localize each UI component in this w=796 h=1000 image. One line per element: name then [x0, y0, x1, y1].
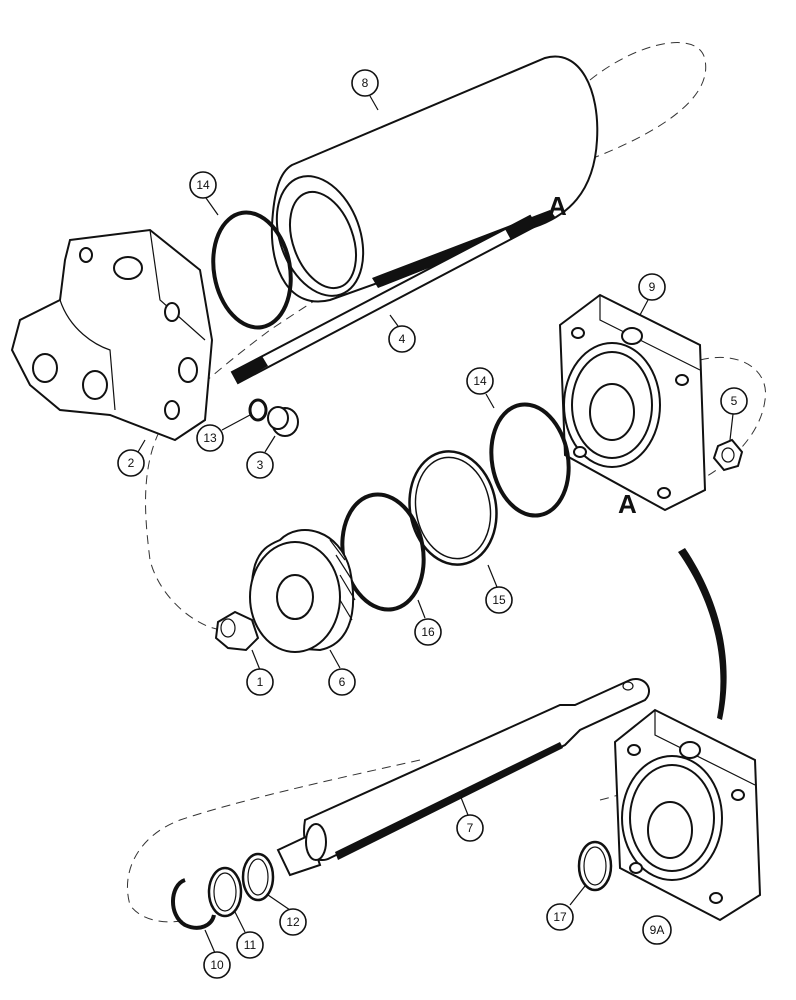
svg-text:9: 9 — [649, 280, 656, 294]
svg-text:6: 6 — [339, 675, 346, 689]
snap-ring — [171, 878, 216, 930]
rod-ring-11 — [207, 866, 243, 918]
o-ring-middle — [489, 402, 571, 518]
svg-text:14: 14 — [473, 374, 487, 388]
small-o-ring — [248, 398, 268, 422]
leader-14a — [205, 197, 219, 216]
callout-15: 15 — [485, 586, 513, 614]
leader-4 — [389, 314, 399, 327]
leader-17 — [569, 885, 586, 906]
leader-13 — [221, 414, 251, 431]
leader-16 — [417, 599, 426, 619]
svg-text:17: 17 — [553, 910, 567, 924]
callout-9a: 9A — [642, 915, 672, 945]
callout-17: 17 — [546, 903, 574, 931]
nut-left — [214, 610, 260, 652]
svg-text:8: 8 — [362, 76, 369, 90]
leader-8 — [369, 95, 379, 111]
svg-text:16: 16 — [421, 625, 435, 639]
callout-4: 4 — [388, 325, 416, 353]
leader-12 — [267, 894, 291, 911]
assembly-arrow — [678, 548, 727, 720]
leader-10 — [204, 929, 216, 954]
svg-text:13: 13 — [203, 431, 217, 445]
svg-text:7: 7 — [467, 821, 474, 835]
callout-11: 11 — [236, 931, 264, 959]
leader-6 — [329, 649, 341, 669]
svg-text:4: 4 — [399, 332, 406, 346]
callout-3: 3 — [246, 451, 274, 479]
plug — [267, 406, 299, 437]
barrel-tube — [270, 55, 599, 303]
callout-14-top: 14 — [189, 171, 217, 199]
callout-2: 2 — [117, 449, 145, 477]
svg-text:5: 5 — [731, 394, 738, 408]
reference-mark-a-top: A — [548, 191, 567, 221]
leader-9 — [639, 299, 649, 316]
rod-end-cap-alt — [613, 708, 762, 922]
o-ring-top — [211, 210, 293, 330]
svg-text:15: 15 — [492, 593, 506, 607]
reference-mark-a-bottom: A — [618, 489, 637, 519]
callout-1: 1 — [246, 668, 274, 696]
tie-rod — [230, 214, 538, 385]
rod-ring-12 — [241, 852, 275, 902]
callout-13: 13 — [196, 424, 224, 452]
callout-14-middle: 14 — [466, 367, 494, 395]
base-end-cap — [10, 228, 214, 442]
svg-text:1: 1 — [257, 675, 264, 689]
callout-7: 7 — [456, 814, 484, 842]
rod-end-cap — [558, 293, 707, 512]
leader-11 — [234, 911, 246, 933]
leader-3 — [264, 435, 276, 453]
svg-text:10: 10 — [210, 958, 224, 972]
leader-14b — [485, 393, 495, 409]
callout-10: 10 — [203, 951, 231, 979]
piston-rod — [276, 678, 650, 877]
svg-text:11: 11 — [244, 938, 257, 952]
svg-text:14: 14 — [196, 178, 210, 192]
callout-16: 16 — [414, 618, 442, 646]
leader-2 — [137, 439, 146, 453]
callout-12: 12 — [279, 908, 307, 936]
leader-5 — [729, 413, 734, 441]
leader-15 — [487, 564, 498, 588]
leader-1 — [251, 649, 261, 671]
callout-8: 8 — [351, 69, 379, 97]
callout-6: 6 — [328, 668, 356, 696]
svg-text:3: 3 — [257, 458, 264, 472]
callout-9: 9 — [638, 273, 666, 301]
svg-text:9A: 9A — [650, 923, 665, 937]
nut-right — [712, 438, 744, 472]
leader-7 — [459, 794, 469, 816]
svg-text:12: 12 — [286, 915, 300, 929]
svg-text:2: 2 — [128, 456, 135, 470]
callout-5: 5 — [720, 387, 748, 415]
backup-ring — [408, 450, 498, 566]
cap-ring-17 — [577, 840, 613, 892]
piston — [249, 529, 356, 653]
